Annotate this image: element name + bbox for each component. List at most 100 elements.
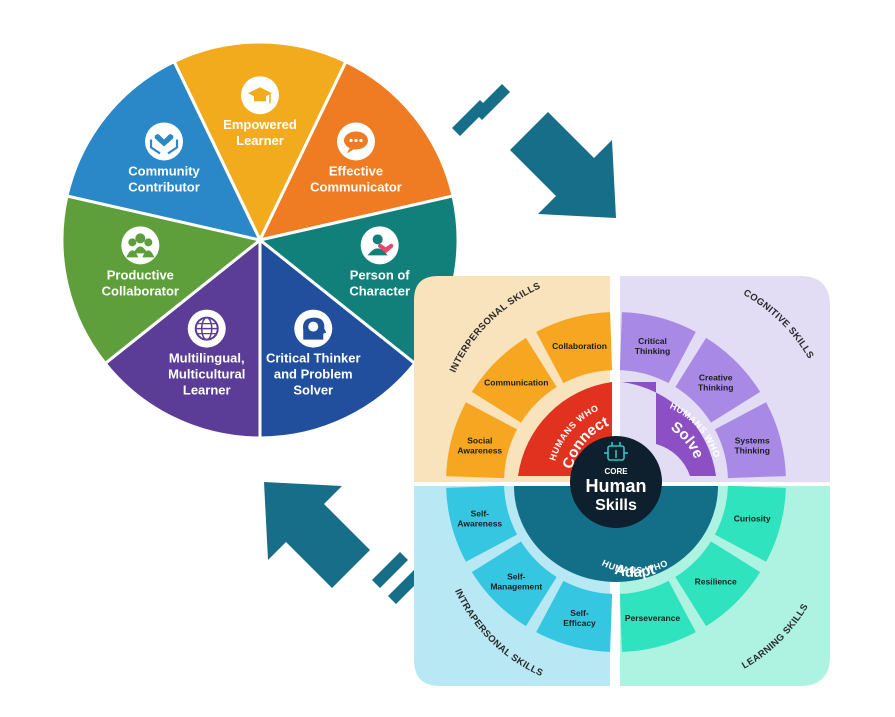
skill-label-line: Awareness [457, 446, 502, 456]
skill-label-line: Resilience [695, 577, 737, 587]
skill-label-line: Self- [570, 608, 589, 618]
wheel-label-line: Person of [350, 267, 411, 282]
skill-label-line: Thinking [635, 346, 670, 356]
skill-label-line: Creative [699, 372, 733, 382]
skill-label-communication: Communication [484, 377, 548, 387]
skill-label-line: Critical [638, 336, 667, 346]
person-heart-icon [360, 226, 399, 265]
skill-label-line: Self- [471, 508, 490, 518]
wheel-label-line: Community [128, 163, 200, 178]
skill-label-line: Perseverance [625, 613, 681, 623]
wheel-label-line: Collaborator [102, 283, 179, 298]
skill-label-self-management: Self-Management [490, 572, 542, 592]
wheel-label-line: Effective [329, 163, 383, 178]
skill-label-self-awareness: Self-Awareness [457, 508, 502, 528]
center-small-text: CORE [604, 467, 628, 476]
wheel-label-line: Character [349, 283, 410, 298]
skill-tile-self-efficacy: Self-Efficacy [536, 580, 613, 652]
adapt-hub-title: Adapt [613, 561, 657, 581]
skill-tile-bg-curiosity [714, 485, 786, 562]
wheel-label-line: Learner [236, 133, 284, 148]
skill-label-line: Thinking [734, 446, 769, 456]
center-line2-text: Skills [595, 497, 637, 514]
chip-tree-icon [604, 442, 628, 461]
skill-tile-self-awareness: Self-Awareness [446, 485, 518, 562]
skill-label-self-efficacy: Self-Efficacy [563, 608, 596, 628]
skill-tile-bg-resilience [675, 541, 761, 627]
skill-tile-communication: Communication [471, 337, 557, 423]
skill-tile-bg-systems-thinking [714, 402, 786, 479]
arrow-to-wheel [264, 482, 424, 604]
skill-tile-bg-perseverance [619, 580, 696, 652]
hands-heart-icon [145, 122, 184, 161]
speech-bubble-icon [336, 122, 375, 161]
head-brain-icon [294, 309, 333, 348]
adapt-hub-title-text: Adapt [613, 561, 657, 581]
graduation-cap-icon [241, 76, 279, 115]
skill-label-line: Management [490, 582, 542, 592]
skill-tile-resilience: Resilience [675, 541, 761, 627]
skill-label-collaboration: Collaboration [552, 341, 607, 351]
skill-tile-self-management: Self-Management [471, 541, 557, 627]
wheel-label-line: Contributor [128, 179, 199, 194]
globe-icon [187, 309, 226, 348]
skill-tile-bg-critical-thinking [619, 312, 696, 384]
skill-tile-bg-communication [471, 337, 557, 423]
skill-tile-bg-self-efficacy [536, 580, 613, 652]
skill-label-line: Social [467, 436, 492, 446]
center-line1-text: Human [585, 476, 646, 496]
skill-label-line: Self- [507, 572, 526, 582]
group-people-icon [121, 226, 160, 265]
skill-tile-bg-self-awareness [446, 485, 518, 562]
core-human-skills-diagram: INTERPERSONAL SKILLS COGNITIVE SKILLS IN… [414, 276, 830, 686]
wheel-label-line: Learner [183, 383, 231, 398]
skill-tile-perseverance: Perseverance [619, 580, 696, 652]
arrow-to-skills [452, 84, 616, 218]
skill-tile-bg-social-awareness [446, 402, 518, 479]
skill-label-resilience: Resilience [695, 577, 737, 587]
wheel-label-line: Productive [107, 267, 174, 282]
skill-tile-bg-creative-thinking [675, 337, 761, 423]
skill-tile-curiosity: Curiosity [714, 485, 786, 562]
adapt-hub [514, 486, 718, 582]
skill-label-line: Thinking [698, 382, 733, 392]
skill-label-line: Collaboration [552, 341, 607, 351]
core-human-skills-center [570, 436, 662, 528]
wheel-label-line: Solver [293, 383, 333, 398]
wheel-label-line: and Problem [274, 367, 353, 382]
skill-tile-bg-self-management [471, 541, 557, 627]
skill-label-perseverance: Perseverance [625, 613, 681, 623]
wheel-label-line: Multilingual, [169, 351, 245, 366]
skill-label-line: Efficacy [563, 618, 596, 628]
wheel-label-line: Empowered [223, 117, 297, 132]
skill-label-curiosity: Curiosity [734, 513, 771, 523]
wheel-label-line: Communicator [310, 179, 402, 194]
skill-label-line: Curiosity [734, 513, 771, 523]
skill-tile-bg-collaboration [536, 312, 613, 384]
skill-label-line: Systems [735, 436, 770, 446]
wheel-label-line: Critical Thinker [266, 351, 361, 366]
skill-label-line: Awareness [457, 518, 502, 528]
wheel-label-line: Multicultural [168, 367, 245, 382]
skill-tile-collaboration: Collaboration [536, 312, 613, 384]
wheel-outline [61, 41, 459, 439]
